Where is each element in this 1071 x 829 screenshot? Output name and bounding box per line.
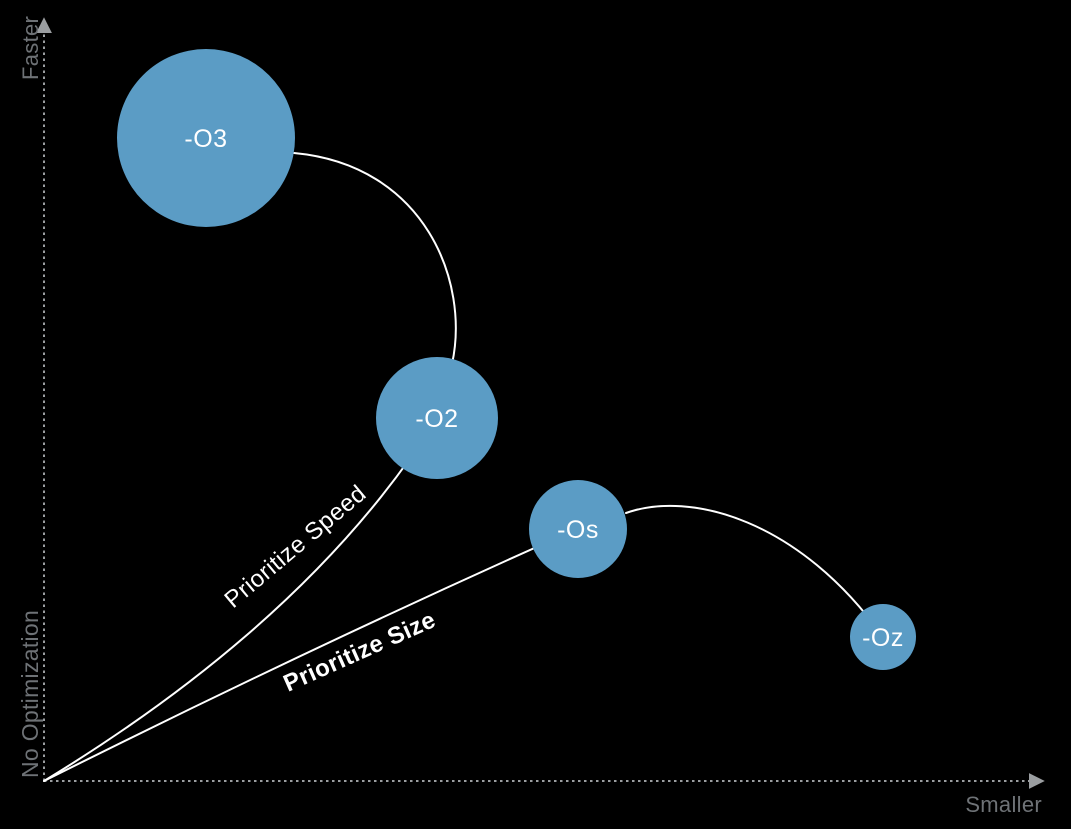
curve-label-prioritize-speed: Prioritize Speed bbox=[220, 480, 372, 614]
node-Oz-label: -Oz bbox=[862, 624, 904, 652]
y-axis-no-optimization-label: No Optimization bbox=[17, 610, 43, 778]
node-O2-label: -O2 bbox=[415, 405, 458, 433]
node-O3-label: -O3 bbox=[184, 125, 227, 153]
curve-label-prioritize-size: Prioritize Size bbox=[279, 606, 439, 697]
curve-prioritize-size-segment-2 bbox=[625, 504, 884, 638]
node-O3-bubble bbox=[117, 49, 295, 227]
curve-prioritize-size-segment-1 bbox=[43, 528, 578, 782]
node-Oz: -Oz bbox=[850, 604, 916, 670]
node-O2-bubble bbox=[376, 357, 498, 479]
node-O2: -O2 bbox=[376, 357, 498, 479]
x-axis-smaller-label: Smaller bbox=[965, 792, 1042, 817]
curve-prioritize-speed-segment-1 bbox=[43, 417, 438, 782]
curves bbox=[43, 152, 884, 782]
node-Os-bubble bbox=[529, 480, 627, 578]
y-axis-faster-label: Faster bbox=[18, 16, 43, 80]
curve-prioritize-speed-segment-2 bbox=[293, 152, 457, 365]
node-O3: -O3 bbox=[117, 49, 295, 227]
node-Os: -Os bbox=[529, 480, 627, 578]
node-Os-label: -Os bbox=[557, 516, 599, 544]
node-Oz-bubble bbox=[850, 604, 916, 670]
nodes: -O3 -O2 -Os -Oz bbox=[117, 49, 916, 670]
axes: Faster No Optimization Smaller bbox=[17, 16, 1045, 817]
